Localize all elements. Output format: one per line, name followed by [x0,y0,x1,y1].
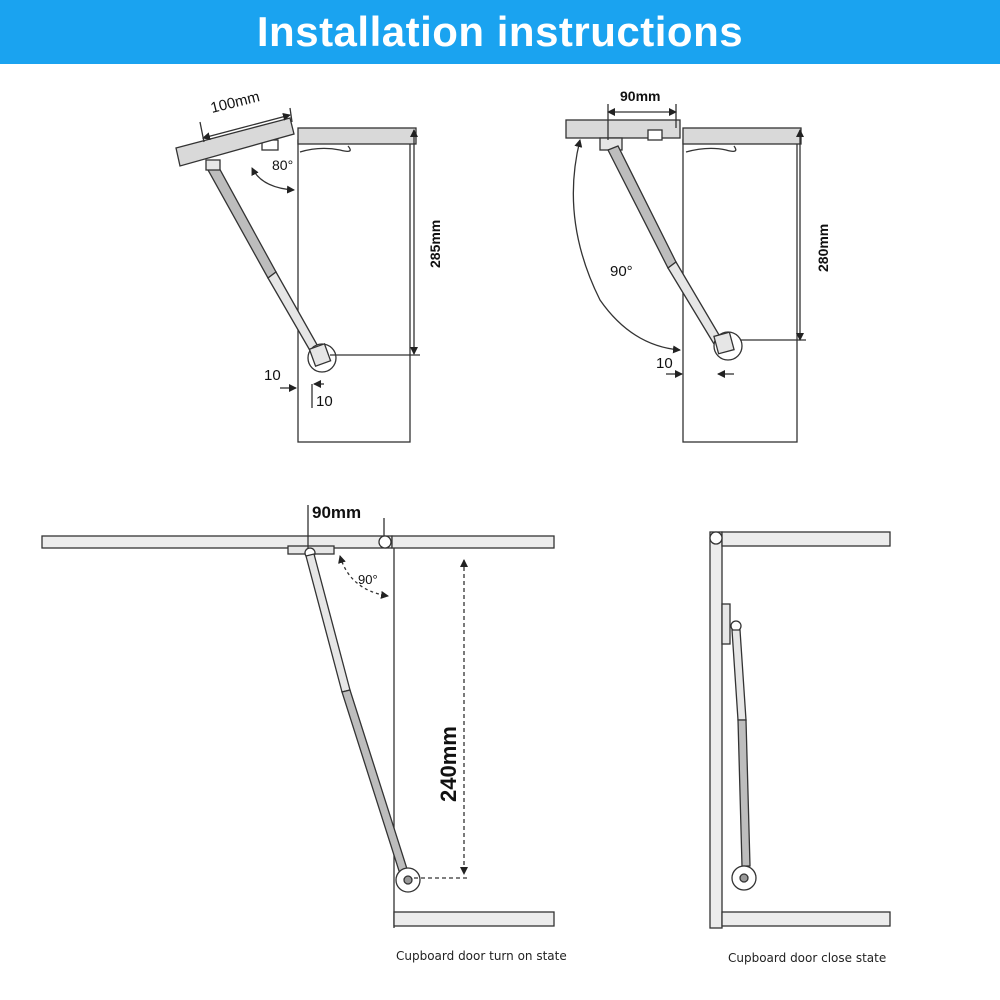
width-dimension-line [202,112,291,141]
diagram-2-open-90deg [565,104,806,443]
diagram-3-door-open [41,505,555,928]
angle-arc [572,139,681,354]
header-banner: Installation instructions [0,0,1000,64]
cabinet-bottom-panel [721,911,891,927]
offset-label: 10 [656,355,673,372]
angle-arc [338,555,389,599]
door-panel [565,119,681,139]
hinge-icon [378,535,392,549]
hinge-icon [685,145,737,153]
cabinet-top-panel [297,127,417,145]
angle-arc [251,167,295,194]
door-panel [709,531,723,929]
cabinet-top-panel [391,535,555,549]
angle-label: 90° [358,572,378,587]
hinge-icon [299,145,351,153]
diagram-1-open-80deg [175,107,420,443]
cabinet-top-panel [721,531,891,547]
height-label: 240mm [436,726,461,802]
caption-open-state: Cupboard door turn on state [396,949,567,963]
cabinet-bottom-panel [393,911,555,927]
door-panel [41,535,393,549]
angle-label: 90° [610,263,633,280]
gas-strut [205,159,321,355]
width-label: 90mm [312,503,361,522]
width-label: 100mm [209,88,262,117]
offset-left-label: 10 [264,367,281,384]
gas-strut [304,547,409,875]
caption-close-state: Cupboard door close state [728,951,886,965]
cabinet-top-panel [682,127,802,145]
height-label: 280mm [815,224,831,272]
diagram-4-door-closed [709,531,891,929]
page-title: Installation instructions [256,8,744,55]
mounting-bracket-icon [713,331,743,361]
width-label: 90mm [620,88,660,104]
mounting-bracket-icon [395,867,421,893]
offset-bottom-label: 10 [316,393,333,410]
gas-strut [730,620,751,867]
angle-label: 80° [272,157,293,173]
height-label: 285mm [427,220,443,268]
mounting-bracket-icon [307,342,337,373]
cabinet-side-panel [297,139,411,443]
hinge-icon [709,531,723,545]
cabinet-side-panel [682,139,798,443]
mounting-bracket-icon [731,865,757,891]
